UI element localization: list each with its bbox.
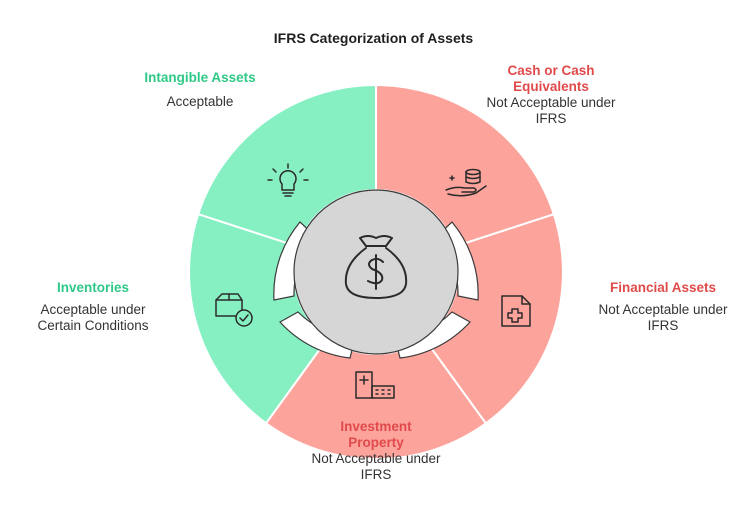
label-intangible-assets: Intangible Assets Acceptable [110,70,290,110]
category-name: Intangible Assets [144,70,256,85]
category-status: Not Acceptable under IFRS [598,302,728,333]
label-financial-assets: Financial Assets Not Acceptable under IF… [588,280,738,334]
category-name: Investment Property [340,419,412,450]
category-name: Financial Assets [609,280,717,295]
building-icon [355,371,395,399]
document-plus-icon [501,295,531,327]
category-status: Acceptable under Certain Conditions [37,302,149,333]
category-status: Not Acceptable under IFRS [311,451,441,482]
diagram-title: IFRS Categorization of Assets [273,30,474,46]
hand-coins-icon [445,168,487,197]
label-inventories: Inventories Acceptable under Certain Con… [18,280,168,334]
label-cash-equivalents: Cash or Cash Equivalents Not Acceptable … [476,63,626,127]
category-status: Acceptable [166,94,234,109]
category-name: Cash or Cash Equivalents [507,63,595,94]
lightbulb-icon [267,163,309,197]
category-status: Not Acceptable under IFRS [486,95,616,126]
money-bag-dollar-icon [344,235,408,299]
label-investment-property: Investment Property Not Acceptable under… [296,419,456,483]
category-name: Inventories [56,280,130,295]
box-check-icon [215,293,253,327]
